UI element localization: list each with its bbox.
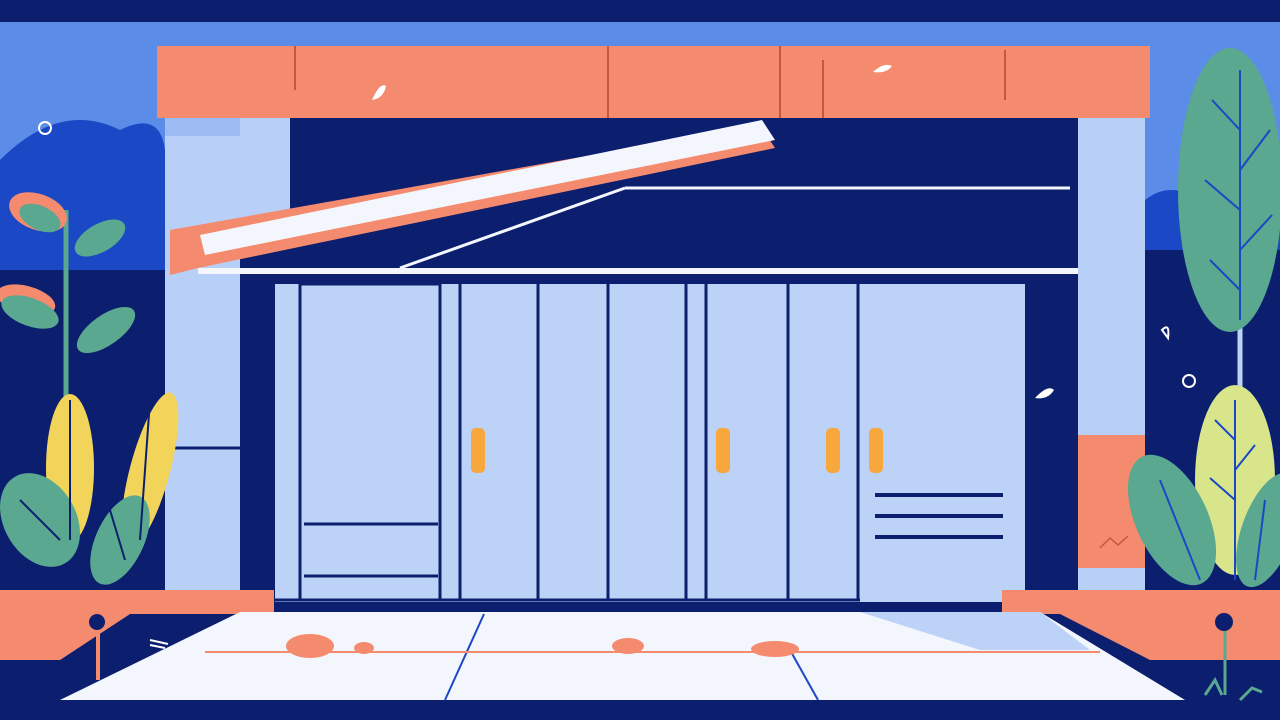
plant-icon (0, 192, 179, 585)
leaf-fleck-icon (1035, 388, 1054, 399)
bollard-icon (1215, 613, 1233, 695)
bubble-icon (1182, 374, 1196, 388)
door-handle-icon (869, 428, 883, 473)
pavement-surface (60, 612, 1185, 700)
tree-icon (1178, 48, 1280, 400)
leaf-fleck-icon (873, 64, 892, 73)
plant-icon (1127, 385, 1280, 702)
left-planter-ledge (0, 590, 274, 614)
sliding-door-set (275, 282, 1054, 602)
bubble-icon (38, 121, 52, 135)
pavement (60, 612, 1185, 701)
leaf-fleck-icon (372, 85, 386, 100)
door-handle-icon (716, 428, 730, 473)
petal-icon (1160, 326, 1170, 341)
roof-beam (157, 46, 1150, 118)
right-planter-ledge (1002, 590, 1280, 614)
roof-beam-panel (157, 46, 1150, 118)
tree-canopy (1178, 48, 1280, 332)
sign-panel-icon (875, 493, 1003, 539)
awning-top (200, 120, 775, 255)
bollard-icon (89, 614, 105, 680)
glass-front (275, 284, 1025, 602)
awning-rail (198, 268, 1078, 274)
awning (170, 120, 1078, 275)
door-handle-icon (471, 428, 485, 473)
door-handle-icon (826, 428, 840, 473)
